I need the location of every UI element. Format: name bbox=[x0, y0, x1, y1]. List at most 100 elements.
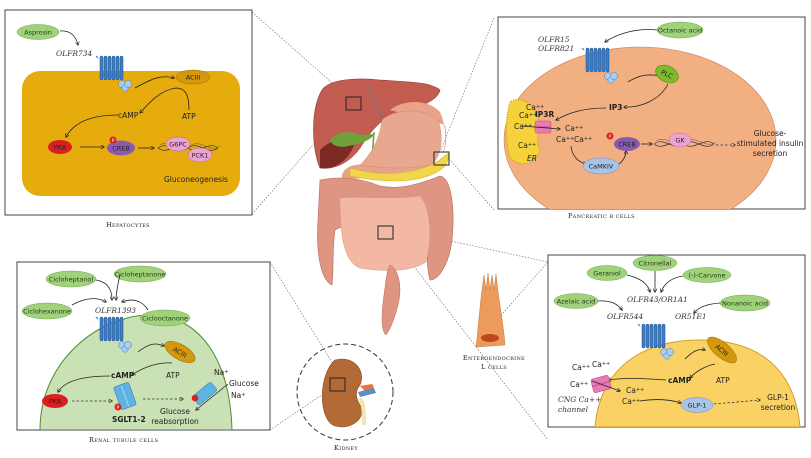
atp-label: ATP bbox=[182, 112, 196, 121]
er-ca-3: Ca++ bbox=[514, 122, 532, 131]
receptor-label: OLFR734 bbox=[56, 49, 93, 58]
ip3-label: IP3 bbox=[609, 103, 623, 112]
transporter-label: SGLT1-2 bbox=[112, 415, 146, 424]
ligand-cicloheptanol bbox=[45, 270, 97, 288]
focus-box-pancreas bbox=[433, 151, 450, 166]
creb-label: CREB bbox=[618, 141, 636, 149]
ligand-carvone bbox=[682, 267, 732, 283]
kidney-illustration: Kidney bbox=[296, 343, 394, 452]
ligand-citronellal bbox=[632, 255, 678, 271]
gene-g6pc bbox=[165, 136, 191, 152]
camp-label: cAMP bbox=[118, 111, 139, 120]
receptor-olfr43-or1a1: OLFR43/OR1A1 bbox=[627, 295, 688, 304]
plc bbox=[655, 64, 679, 84]
outcome-line-1: Glucose bbox=[160, 407, 190, 416]
caption-hepatocytes: Hepatocytes bbox=[106, 221, 150, 229]
ca-2: Ca++ bbox=[592, 360, 610, 369]
sglt-membrane-transporter bbox=[192, 382, 217, 405]
creb-label: CREB bbox=[112, 145, 130, 153]
pka-label: PKA bbox=[54, 144, 67, 152]
phospho-marker bbox=[606, 132, 614, 140]
receptor-label: OLFR1393 bbox=[95, 306, 136, 315]
er-ca-1: Ca++ bbox=[526, 103, 544, 112]
panel-lcells: Geraniol Citronellal (-)-Carvone Azelaic… bbox=[547, 254, 806, 428]
gene-pck1 bbox=[187, 147, 213, 163]
ligand-cicloheptanone bbox=[113, 265, 167, 283]
ip3r-label: IP3R bbox=[535, 110, 555, 119]
camp-label: cAMP bbox=[111, 371, 135, 380]
phospho-label: P bbox=[609, 134, 612, 140]
enzyme-aciii bbox=[707, 336, 737, 364]
ligand-nonanoic-label: Nonanoic acid bbox=[722, 300, 768, 308]
ligand-geraniol bbox=[586, 265, 628, 281]
caption-enteroendocrine: Enteroendocrine bbox=[463, 354, 525, 362]
ligand-ciclooctanone bbox=[139, 309, 191, 327]
creb bbox=[614, 137, 640, 151]
caption-lcells: L cells bbox=[481, 363, 507, 371]
gene-g6pc-label: G6PC bbox=[169, 141, 187, 149]
phospho-marker bbox=[109, 136, 117, 144]
endoplasmic-reticulum bbox=[505, 98, 541, 165]
creb bbox=[107, 140, 135, 156]
outcome-line-2: stimulated insulin bbox=[737, 139, 804, 148]
ca-1: Ca++ bbox=[565, 124, 583, 133]
caption-kidney: Kidney bbox=[334, 444, 358, 452]
phospho-marker-2 bbox=[191, 394, 199, 402]
ligand-geraniol-label: Geraniol bbox=[593, 270, 621, 278]
gene-gk-label: GK bbox=[675, 137, 685, 145]
ca-3: Ca++ bbox=[570, 380, 588, 389]
organ-illustration bbox=[313, 78, 454, 336]
ureter bbox=[358, 398, 366, 425]
er-ca-4: Ca++ bbox=[518, 141, 536, 150]
lcell-nucleus bbox=[481, 334, 499, 342]
ligand-cicloheptanol-label: Cicloheptanol bbox=[49, 276, 94, 284]
er-ca-2: Ca++ bbox=[519, 111, 537, 120]
ligand-ciclohexanone bbox=[21, 302, 73, 320]
hepatocyte-cell bbox=[22, 71, 240, 196]
na-label-2: Na+ bbox=[231, 391, 245, 400]
kidney-zoom-circle bbox=[296, 343, 394, 441]
pancreatic-cell bbox=[503, 46, 777, 209]
outcome-line-1: Glucose- bbox=[754, 129, 787, 138]
glp1 bbox=[680, 397, 714, 413]
lcell-illustration: Enteroendocrine L cells bbox=[463, 272, 525, 371]
focus-box-liver bbox=[345, 96, 362, 111]
ca-1: Ca++ bbox=[572, 363, 590, 372]
outcome-line-2: reabsorption bbox=[151, 417, 199, 426]
outcome-line-2: secretion bbox=[761, 403, 796, 412]
ligand-asprosin-label: Asprosin bbox=[24, 29, 52, 37]
receptor-olfr821: OLFR821 bbox=[538, 44, 574, 53]
phospho-label: P bbox=[112, 138, 115, 144]
glp1-label: GLP-1 bbox=[688, 402, 707, 410]
enzyme-aciii bbox=[175, 69, 211, 85]
outcome-gluconeogenesis: Gluconeogenesis bbox=[164, 175, 228, 184]
camkiv bbox=[582, 157, 620, 175]
ligand-ciclohexanone-label: Ciclohexanone bbox=[23, 308, 71, 316]
zoom-guide-lines bbox=[251, 11, 549, 441]
pka-label: PKA bbox=[49, 398, 62, 406]
ligand-octanoic-label: Octanoic acid bbox=[658, 27, 702, 35]
enzyme-aciii-label: ACIII bbox=[186, 74, 201, 82]
kidney bbox=[321, 358, 363, 428]
na-label-1: Na+ bbox=[214, 368, 228, 377]
outcome-line-1: GLP-1 bbox=[767, 393, 789, 402]
phospho-marker bbox=[114, 403, 122, 411]
atp-label: ATP bbox=[166, 371, 180, 380]
receptor-or51e1: OR51E1 bbox=[675, 312, 707, 321]
camp-label: cAMP bbox=[668, 376, 692, 385]
er-label: ER bbox=[527, 154, 537, 163]
rectum bbox=[381, 264, 401, 336]
lcell bbox=[475, 272, 506, 348]
ca-3: Ca++ bbox=[574, 135, 592, 144]
pka bbox=[42, 394, 68, 408]
ligand-cicloheptanone-label: Cicloheptanone bbox=[115, 271, 166, 279]
panel-pancreatic: Octanoic acid OLFR15 OLFR821 PLC IP3 Ca+… bbox=[497, 16, 806, 220]
ca-4: Ca++ bbox=[626, 386, 644, 395]
ligand-ciclooctanone-label: Ciclooctanone bbox=[142, 315, 188, 323]
small-intestine bbox=[339, 195, 431, 271]
caption-pancreatic: Pancreatic β cells bbox=[568, 212, 635, 220]
gene-pck1-label: PCK1 bbox=[192, 152, 209, 160]
pka bbox=[48, 140, 72, 154]
camkiv-label: CaMKIV bbox=[589, 163, 614, 171]
